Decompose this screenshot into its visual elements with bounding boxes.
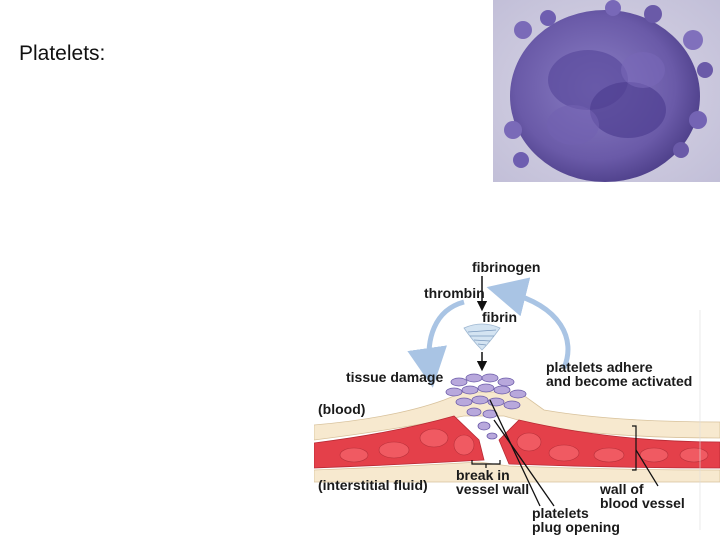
label-wall-of: wall of (599, 481, 644, 497)
blood-clotting-diagram: fibrinogen thrombin fibrin tissue damage… (314, 259, 720, 535)
label-platelets: platelets (532, 505, 589, 521)
break-bracket (471, 460, 501, 468)
label-interstitial-fluid: (interstitial fluid) (318, 477, 428, 493)
megakaryocyte-micrograph (493, 0, 720, 182)
label-thrombin: thrombin (424, 285, 485, 301)
cycle-arrow-left (407, 299, 465, 388)
label-break-in: break in (456, 467, 510, 483)
fibrin-mesh (463, 323, 501, 351)
label-fibrinogen: fibrinogen (472, 259, 540, 275)
cycle-arrow-right (486, 277, 571, 369)
label-fibrin: fibrin (482, 309, 517, 325)
label-blood: (blood) (318, 401, 365, 417)
vessel-wall-lower-cream (314, 461, 720, 483)
label-become-activated: and become activated (546, 373, 692, 389)
label-vessel-wall: vessel wall (456, 481, 529, 497)
label-tissue-damage: tissue damage (346, 369, 443, 385)
label-platelets-adhere: platelets adhere (546, 359, 653, 375)
label-blood-vessel: blood vessel (600, 495, 685, 511)
wall-bracket (632, 425, 637, 471)
label-plug-opening: plug opening (532, 519, 620, 535)
slide-title: Platelets: (19, 42, 106, 65)
